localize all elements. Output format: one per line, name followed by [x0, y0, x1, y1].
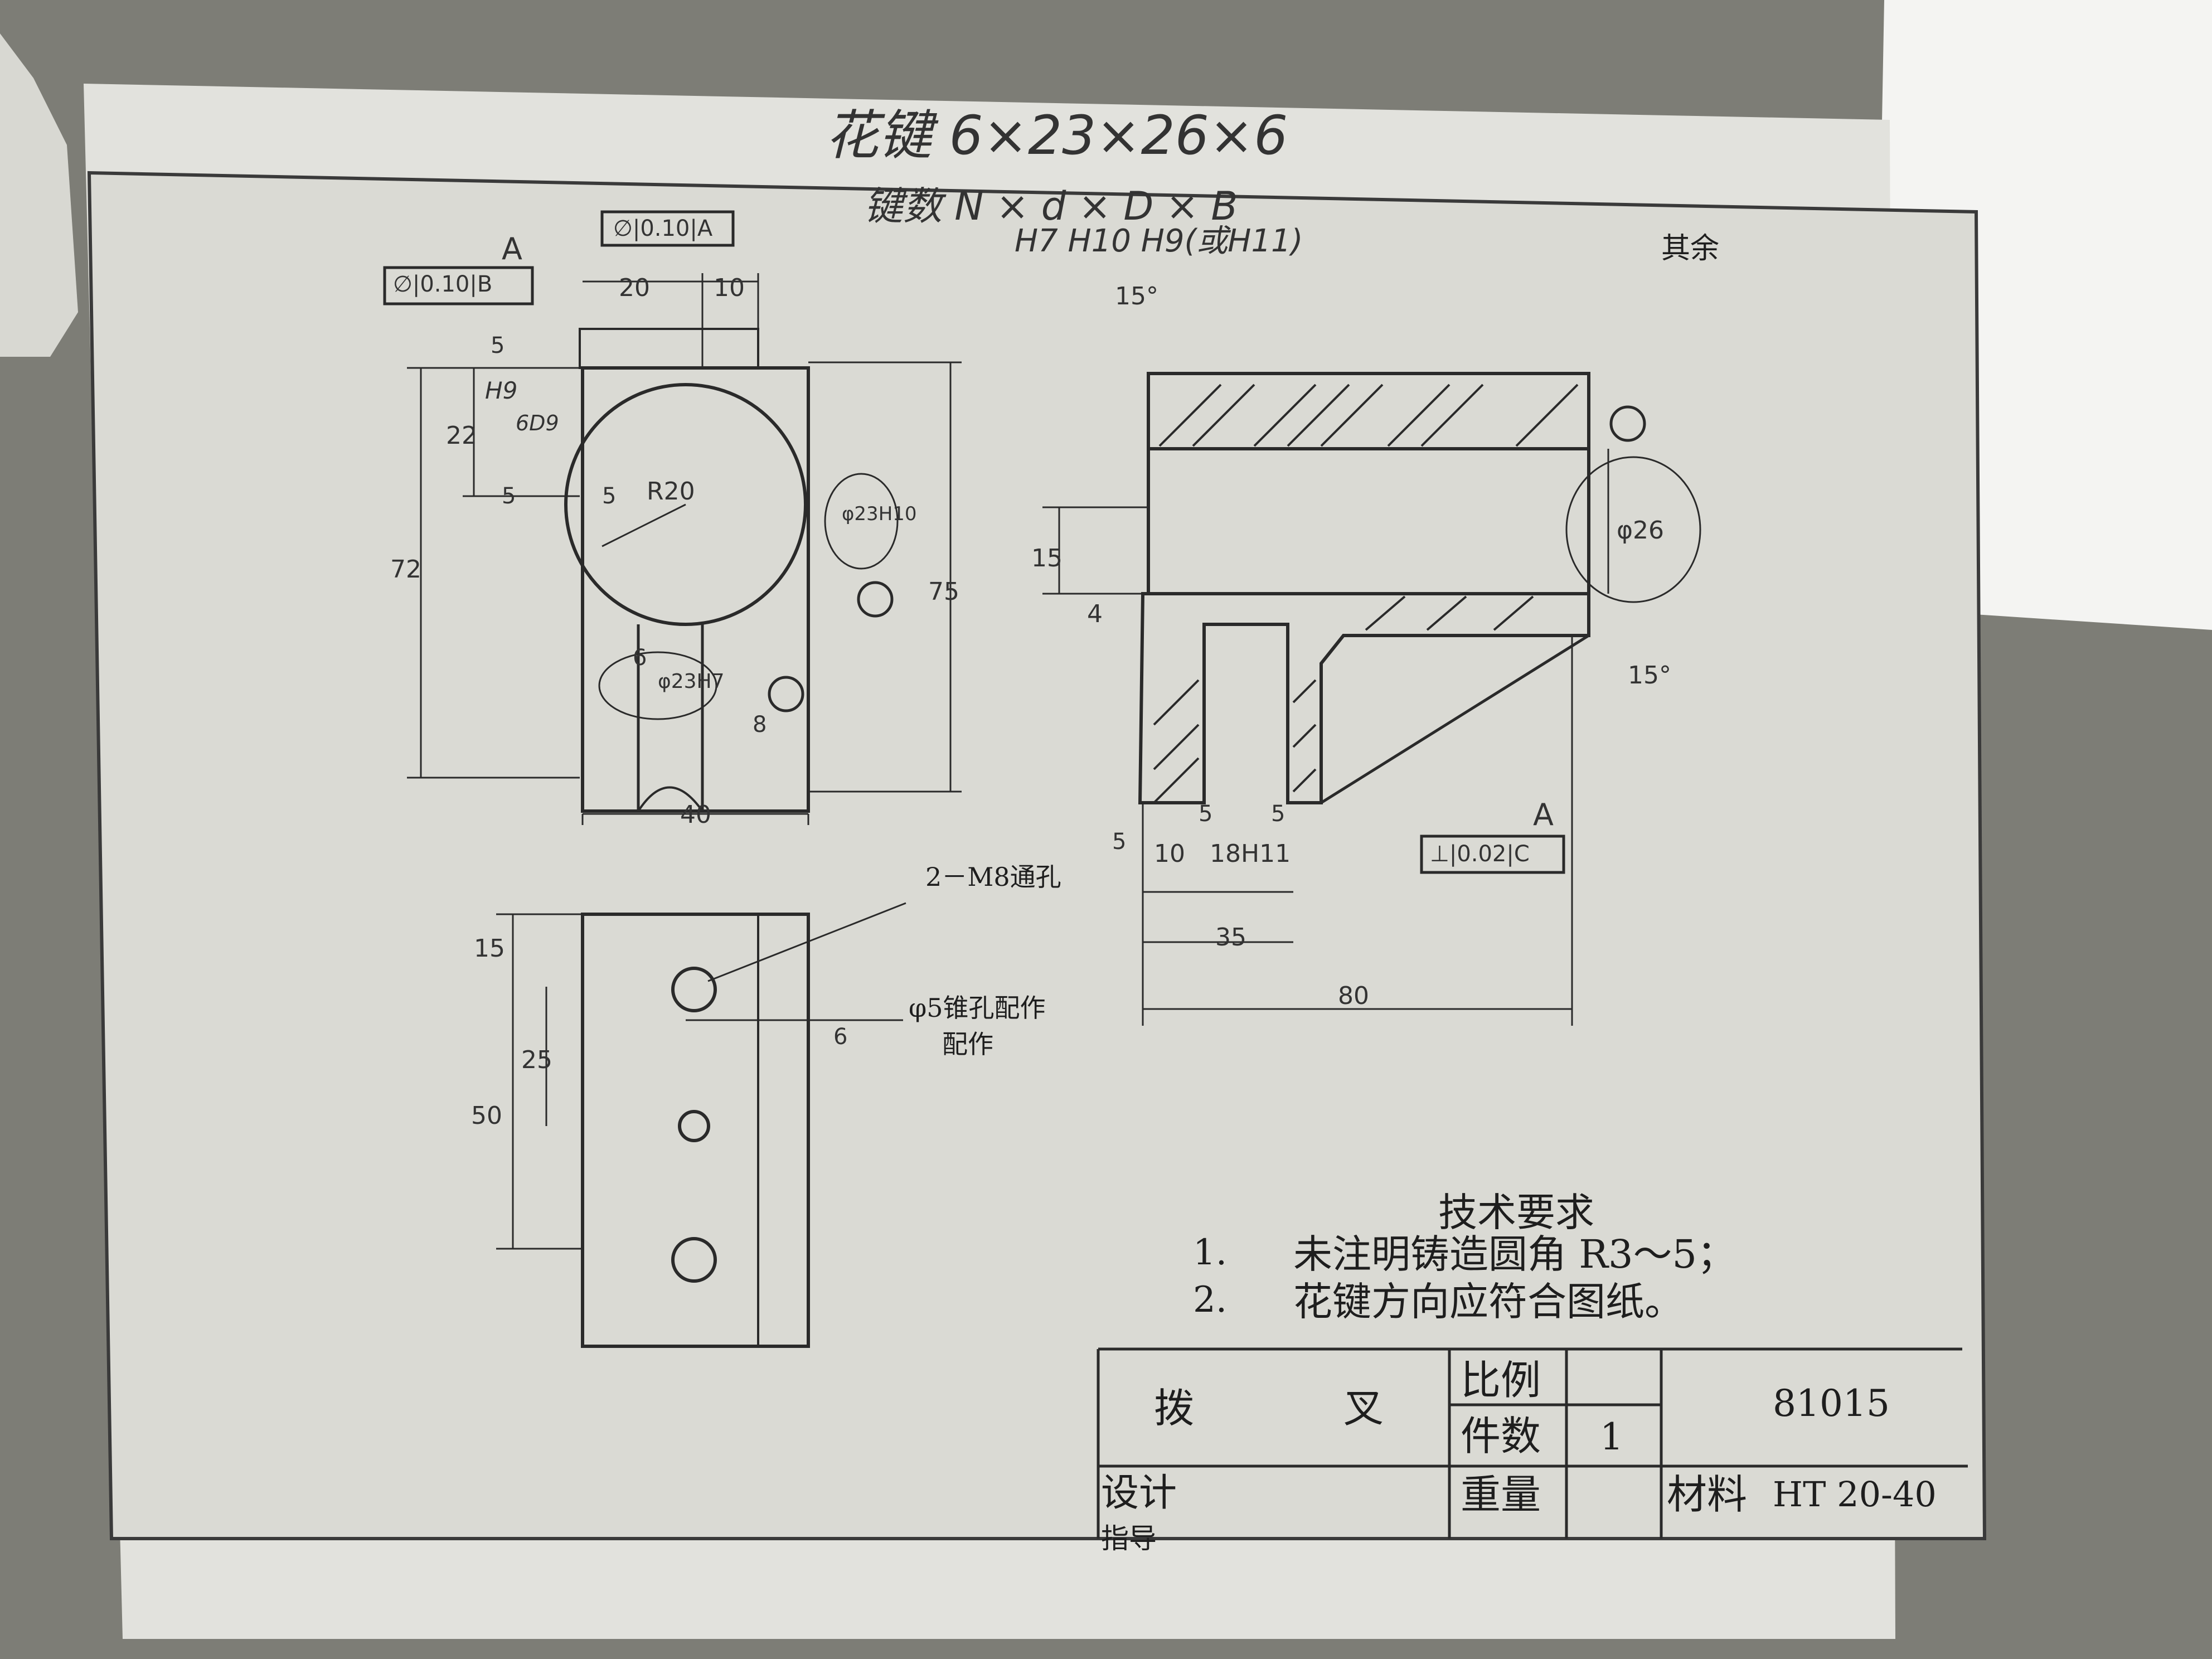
dim-18h11: 18H11: [1210, 840, 1291, 868]
callout-m8-holes: 2－M8通孔: [925, 862, 1061, 892]
fit-h9: H9: [485, 377, 518, 404]
drawing-number: 81015: [1773, 1382, 1890, 1425]
roughness-4: 4: [1087, 600, 1103, 628]
dim-50: 50: [471, 1102, 502, 1130]
dim-72: 72: [390, 555, 421, 584]
tech-req-num-2: 2.: [1193, 1279, 1228, 1321]
angle-15-bottom: 15°: [1628, 661, 1671, 690]
roughness-5-side-c: 5: [1271, 801, 1286, 827]
material-value: HT 20-40: [1773, 1474, 1937, 1515]
check-label: 指导: [1101, 1522, 1157, 1555]
dim-phi23-h7: φ23H7: [658, 670, 725, 693]
roughness-5-a: 5: [491, 333, 505, 358]
section-hatch: [1153, 384, 1579, 804]
dim-phi26: φ26: [1617, 516, 1665, 545]
dim-15-side: 15: [1031, 544, 1063, 573]
callout-pin-hole-2: 配作: [942, 1029, 993, 1059]
tech-req-num-1: 1.: [1193, 1232, 1228, 1273]
bottom-view: [496, 902, 906, 1348]
tolerance-box-left: ∅|0.10|B: [393, 271, 493, 297]
roughness-other-label: 其余: [1661, 232, 1720, 265]
roughness-5-side-a: 5: [1112, 829, 1127, 855]
dim-15-bottom: 15: [474, 934, 505, 963]
dim-25: 25: [521, 1046, 552, 1074]
roughness-5-c: 5: [602, 483, 617, 509]
spline-spec-note: 花键 6×23×26×6: [825, 104, 1288, 167]
tech-req-item-1: 未注明铸造圆角 R3～5；: [1293, 1231, 1736, 1277]
callout-pin-hole: φ5锥孔配作: [909, 993, 1046, 1023]
scale-label: 比例: [1461, 1357, 1541, 1404]
angle-15-top: 15°: [1115, 282, 1158, 311]
design-label: 设计: [1101, 1471, 1177, 1515]
quantity-value: 1: [1600, 1415, 1623, 1458]
front-view: [383, 210, 962, 825]
spline-params-note: 键数 N × d × D × B: [864, 183, 1238, 229]
roughness-5-side-b: 5: [1199, 801, 1213, 827]
tech-req-title: 技术要求: [1438, 1190, 1594, 1235]
dim-35: 35: [1215, 923, 1246, 952]
weight-label: 重量: [1461, 1471, 1541, 1518]
dim-8: 8: [753, 712, 767, 738]
fit-6d9: 6D9: [516, 411, 559, 435]
dim-10-top: 10: [714, 274, 745, 302]
tolerance-box-top: ∅|0.10|A: [613, 216, 713, 241]
datum-a-front: A: [502, 231, 522, 266]
material-label: 材料: [1667, 1471, 1748, 1518]
drawing-frame: [87, 171, 1987, 1540]
part-name-char-1: 拨: [1154, 1385, 1195, 1432]
spline-fits-note: H7 H10 H9(或H11): [1015, 223, 1303, 259]
dim-6: 6: [633, 645, 647, 671]
tech-req-item-2: 花键方向应符合图纸。: [1293, 1279, 1684, 1325]
dim-22: 22: [446, 421, 477, 450]
dim-10-side: 10: [1154, 840, 1185, 868]
dim-phi23-h10: φ23H10: [842, 503, 917, 525]
title-block: [1097, 1347, 1968, 1539]
tolerance-box-side: ⊥|0.02|C: [1430, 841, 1530, 867]
part-name-char-2: 叉: [1343, 1385, 1384, 1432]
dim-r20: R20: [647, 477, 695, 506]
roughness-6: 6: [833, 1024, 848, 1050]
side-section-view: [1042, 372, 1701, 1026]
datum-a-side: A: [1533, 797, 1554, 832]
dim-80: 80: [1338, 982, 1369, 1010]
dim-20: 20: [619, 274, 650, 302]
roughness-5-b: 5: [502, 483, 516, 509]
dim-40: 40: [680, 801, 711, 829]
quantity-label: 件数: [1461, 1413, 1541, 1459]
dim-75: 75: [928, 578, 959, 606]
